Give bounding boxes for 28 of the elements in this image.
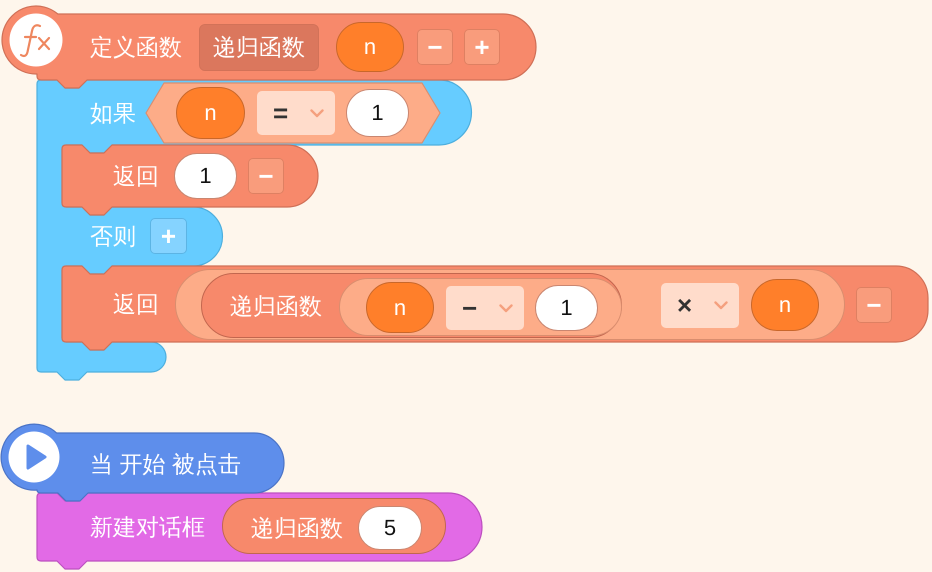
condition-hexagon [145, 82, 441, 144]
variable-pill: n [366, 282, 434, 333]
block-label: 当 开始 被点击 [90, 450, 241, 478]
minus-button: − [248, 158, 284, 194]
block-label: 定义函数 [90, 33, 182, 61]
dialog-block [36, 492, 484, 570]
plus-button: + [150, 218, 187, 254]
block-label: 新建对话框 [90, 513, 205, 541]
number-field: 5 [358, 506, 422, 550]
return-block [61, 265, 930, 351]
block-label: 如果 [90, 99, 136, 127]
block-label: 返回 [113, 290, 159, 318]
minus-button: − [417, 29, 453, 65]
block-label: 递归函数 [230, 292, 322, 320]
minus-button: − [856, 287, 892, 323]
name-field: 递归函数 [199, 24, 319, 71]
reporter-slot [339, 278, 622, 336]
define-block [2, 6, 538, 89]
operator-dropdown: = [257, 91, 335, 135]
operator-dropdown: × [661, 283, 739, 328]
operator-dropdown: − [446, 286, 524, 330]
block-label: 返回 [113, 162, 159, 190]
block-label: 否则 [90, 222, 136, 250]
block-label: 递归函数 [251, 514, 343, 542]
variable-pill: n [751, 279, 819, 331]
return-block [61, 144, 320, 216]
plus-button: + [464, 29, 500, 65]
number-field: 1 [535, 285, 598, 331]
